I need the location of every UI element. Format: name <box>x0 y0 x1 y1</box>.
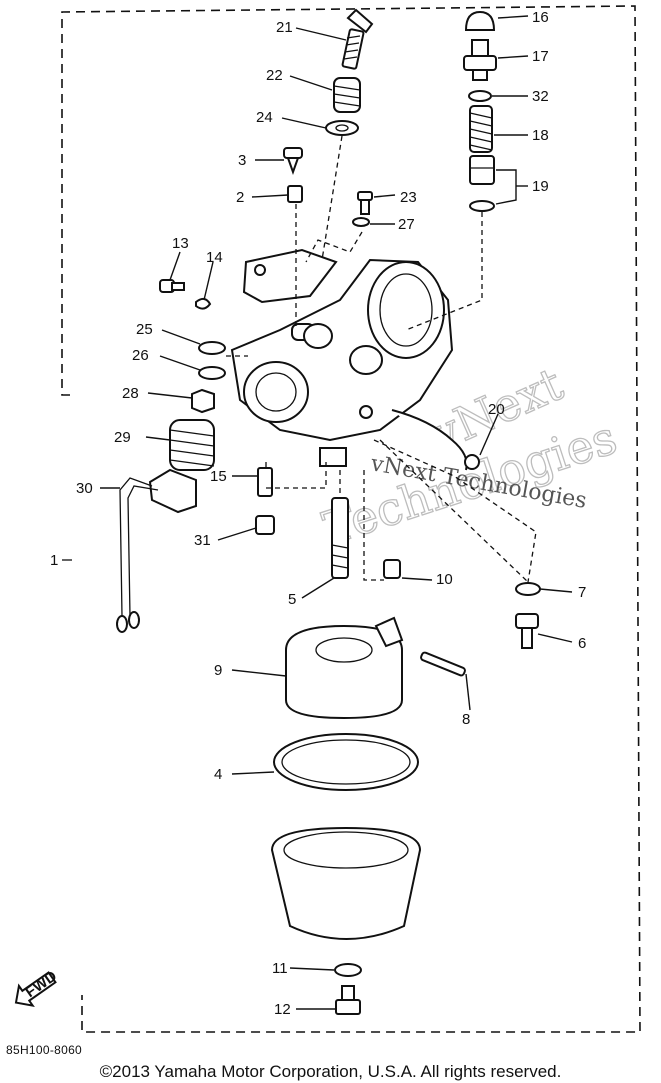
part-5-needle-jet <box>331 497 349 579</box>
part-20-screw <box>464 454 480 470</box>
label-21: 21 <box>276 19 293 36</box>
part-15-jet <box>257 467 273 497</box>
label-16: 16 <box>532 9 549 26</box>
label-24: 24 <box>256 109 273 126</box>
part-31-plug <box>255 515 275 535</box>
label-29: 29 <box>114 429 131 446</box>
part-19-plunger <box>469 155 495 212</box>
label-27: 27 <box>398 216 415 233</box>
label-22: 22 <box>266 67 283 84</box>
part-3-screw <box>283 147 303 175</box>
label-30: 30 <box>76 480 93 497</box>
label-7: 7 <box>578 584 586 601</box>
part-30-starter-wire <box>116 468 197 633</box>
part-24-washer <box>325 120 359 136</box>
label-11: 11 <box>272 960 288 977</box>
part-4-gasket <box>273 733 419 791</box>
part-6-valve <box>515 613 539 649</box>
part-10-pilot-jet <box>383 559 401 579</box>
label-10: 10 <box>436 571 453 588</box>
label-19: 19 <box>532 178 549 195</box>
label-9: 9 <box>214 662 222 679</box>
part-25-washer <box>198 341 226 355</box>
float-bowl <box>270 826 422 940</box>
label-18: 18 <box>532 127 549 144</box>
carburetor-body <box>230 248 468 471</box>
part-28-nut <box>191 388 215 414</box>
label-20: 20 <box>488 401 505 418</box>
part-9-float <box>285 616 404 720</box>
label-2: 2 <box>236 189 244 206</box>
label-5: 5 <box>288 591 296 608</box>
part-29-spring <box>169 419 215 471</box>
part-7-washer <box>515 582 541 596</box>
label-12: 12 <box>274 1001 291 1018</box>
label-26: 26 <box>132 347 149 364</box>
label-6: 6 <box>578 635 586 652</box>
part-16-cap <box>464 10 496 31</box>
part-11-gasket <box>334 963 362 977</box>
label-13: 13 <box>172 235 189 252</box>
svg-text:FWD: FWD <box>22 968 60 1002</box>
part-23-screw <box>357 191 373 215</box>
part-number-labels: 16 17 32 18 19 21 22 24 3 2 23 27 13 14 … <box>50 9 586 1018</box>
part-27-washer <box>352 217 370 227</box>
part-12-drain-screw <box>335 985 361 1015</box>
label-8: 8 <box>462 711 470 728</box>
assembly-boundary <box>61 5 641 1033</box>
part-8-pin <box>420 651 466 677</box>
label-3: 3 <box>238 152 246 169</box>
part-14-clip <box>195 298 212 310</box>
part-13-screw <box>159 279 185 293</box>
part-2-jet <box>287 185 303 203</box>
label-32: 32 <box>532 88 549 105</box>
diagram-part-code: 85H100-8060 <box>6 1043 83 1057</box>
label-25: 25 <box>136 321 153 338</box>
label-17: 17 <box>532 48 549 65</box>
leader-lines <box>100 15 573 1010</box>
part-17-nut <box>463 39 497 81</box>
part-26-washer <box>198 366 226 380</box>
label-15: 15 <box>210 468 227 485</box>
part-21-screw <box>341 8 374 70</box>
label-1: 1 <box>50 552 58 569</box>
fwd-direction-badge: FWD <box>14 968 60 1007</box>
carburetor-exploded-diagram: vNext Technologies vNext Technologies <box>14 5 641 1033</box>
label-4: 4 <box>214 766 222 783</box>
part-18-spring <box>469 105 493 153</box>
label-23: 23 <box>400 189 417 206</box>
label-31: 31 <box>194 532 211 549</box>
copyright-notice: ©2013 Yamaha Motor Corporation, U.S.A. A… <box>99 1062 562 1081</box>
label-28: 28 <box>122 385 139 402</box>
label-14: 14 <box>206 249 223 266</box>
part-22-spring <box>333 77 361 113</box>
part-32-oring <box>468 90 492 102</box>
